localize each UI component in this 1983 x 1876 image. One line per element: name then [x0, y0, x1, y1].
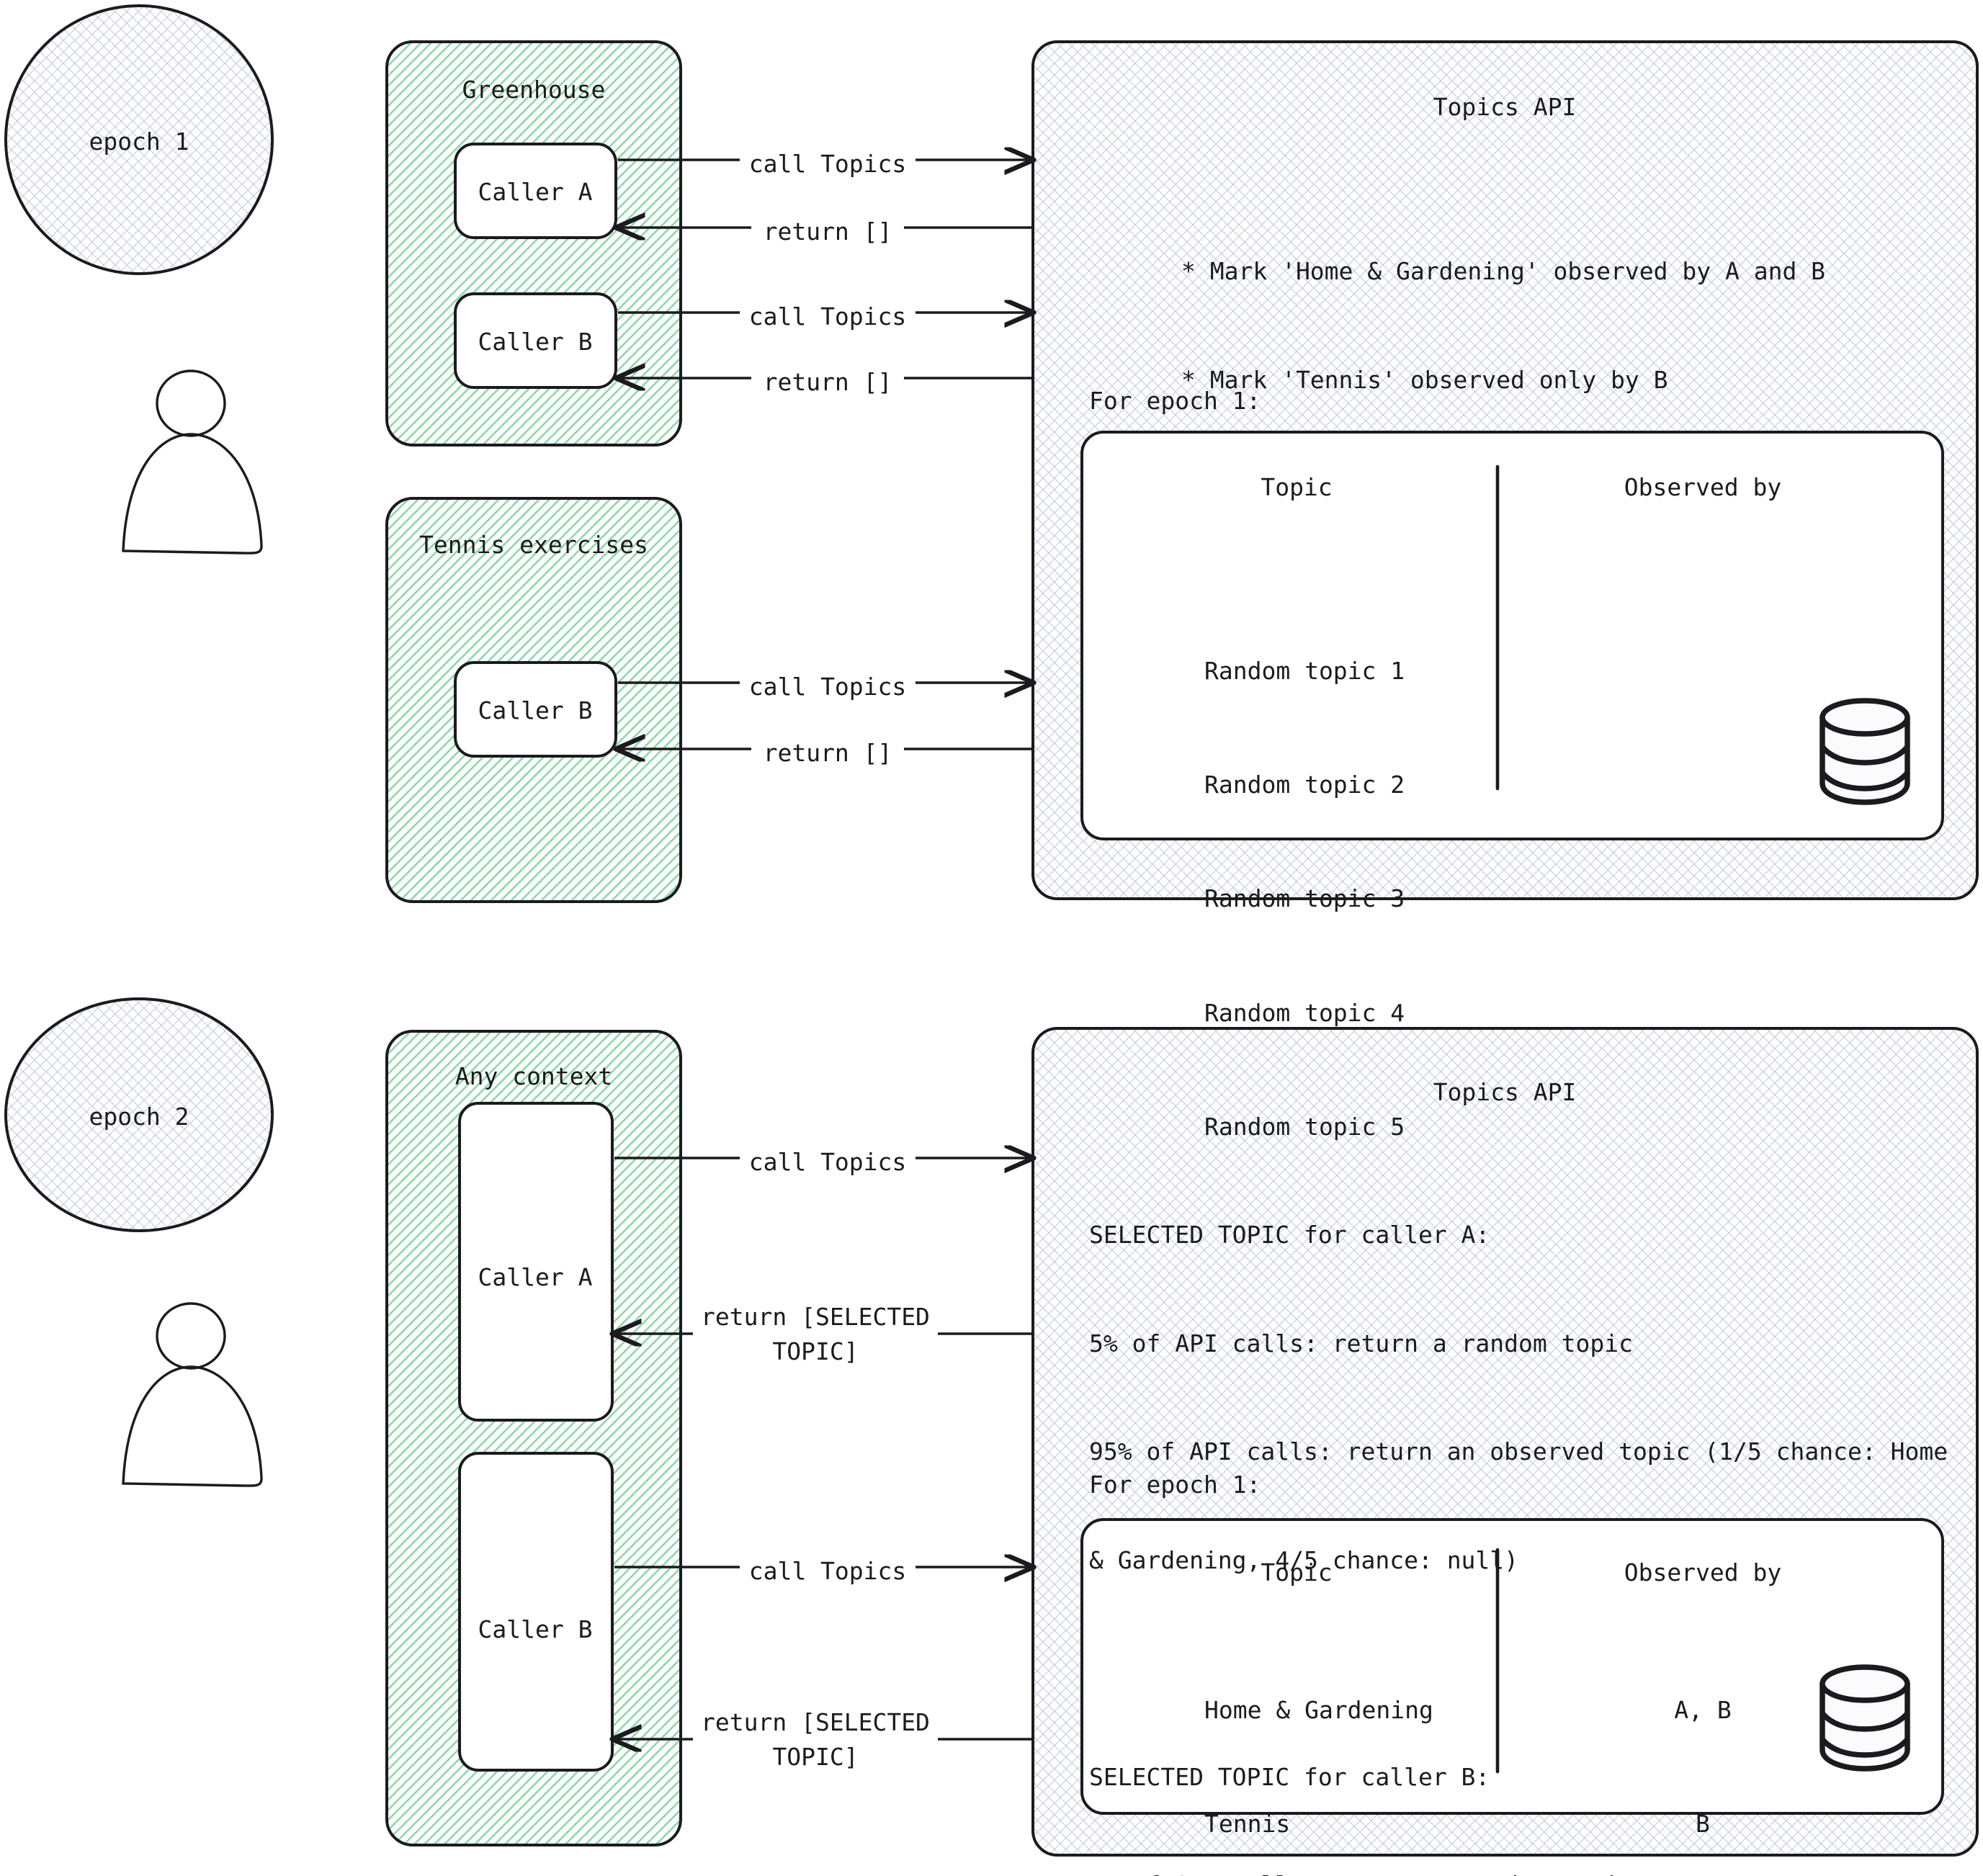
epoch-2-table-caption: For epoch 1:	[1089, 1471, 1261, 1499]
greenhouse-caller-b-label: Caller B	[478, 328, 593, 356]
epoch-1-api-notes: * Mark 'Home & Gardening' observed by A …	[1181, 181, 1825, 470]
epoch-1-database-icon	[1819, 698, 1910, 805]
any-context-caller-b-box[interactable]	[458, 1452, 614, 1772]
epoch-2-api-title: Topics API	[1433, 1078, 1577, 1106]
epoch-2-col-topic: Topic	[1261, 1558, 1333, 1586]
epoch-1-api-note-1: * Mark 'Home & Gardening' observed by A …	[1181, 257, 1826, 286]
epoch-2-col-observed: Observed by	[1624, 1558, 1782, 1586]
epoch-1-api-note-2: * Mark 'Tennis' observed only by B	[1181, 365, 1668, 394]
greenhouse-caller-a-label: Caller A	[478, 178, 593, 206]
epoch-2-api-note-1: SELECTED TOPIC for caller A:	[1089, 1221, 1490, 1249]
any-context-frame	[385, 1030, 682, 1846]
arrow-label-gh-b-call: call Topics	[748, 302, 907, 331]
epoch-1-col-observed: Observed by	[1624, 473, 1782, 501]
epoch-1-table-caption: For epoch 1:	[1089, 387, 1261, 415]
epoch-1-observed-column	[1674, 576, 1731, 1033]
any-context-caller-a-box[interactable]	[458, 1102, 614, 1422]
greenhouse-title: Greenhouse	[462, 76, 606, 104]
arrow-label-gh-b-return: return []	[763, 368, 892, 396]
epoch-1-api-title: Topics API	[1433, 93, 1577, 121]
table-row: Random topic 2	[1204, 770, 1405, 799]
any-context-title: Any context	[455, 1062, 613, 1090]
epoch-2-api-note-4: & Gardening, 4/5 chance: null)	[1089, 1545, 1519, 1574]
tennis-caller-b-label: Caller B	[478, 696, 593, 724]
table-row: Random topic 4	[1204, 998, 1405, 1027]
epoch-2-api-note-2: 5% of API calls: return a random topic	[1089, 1329, 1633, 1357]
arrow-label-gh-a-call: call Topics	[748, 150, 907, 178]
epoch-2-api-note-7: 5% of API calls: return a random topic	[1089, 1867, 1948, 1876]
table-row: Random topic 1	[1204, 656, 1405, 685]
arrow-label-gh-a-return: return []	[763, 217, 892, 246]
arrow-label-te-b-call: call Topics	[748, 673, 907, 701]
arrow-label-any-b-call: call Topics	[748, 1557, 907, 1585]
epoch-2-api-note-6: SELECTED TOPIC for caller B:	[1089, 1762, 1490, 1791]
epoch-1-badge-label: epoch 1	[89, 127, 189, 156]
tennis-exercises-title: Tennis exercises	[419, 531, 648, 559]
table-row: B	[1696, 1809, 1710, 1838]
table-row: Tennis	[1204, 1809, 1291, 1838]
any-context-caller-a-label: Caller A	[478, 1263, 593, 1291]
epoch-1-topic-column: Random topic 1 Random topic 2 Random top…	[1204, 576, 1405, 1223]
epoch-2-api-note-3: 95% of API calls: return an observed top…	[1089, 1437, 1948, 1466]
any-context-caller-b-label: Caller B	[478, 1615, 593, 1643]
table-row: Random topic 5	[1204, 1113, 1405, 1141]
epoch-1-col-topic: Topic	[1261, 473, 1333, 501]
epoch-2-observed-column: A, B B	[1674, 1615, 1731, 1876]
arrow-label-te-b-return: return []	[763, 739, 892, 767]
epoch-2-topic-column: Home & Gardening Tennis Random topic 1 R…	[1204, 1615, 1433, 1876]
epoch-2-api-notes: SELECTED TOPIC for caller A: 5% of API c…	[1089, 1145, 1948, 1876]
arrow-label-any-a-call: call Topics	[748, 1148, 907, 1176]
table-row: A, B	[1674, 1695, 1732, 1724]
epoch-2-badge-label: epoch 2	[89, 1103, 189, 1131]
epoch-2-person-icon	[122, 1302, 263, 1487]
table-row: Home & Gardening	[1204, 1695, 1433, 1724]
table-row: Random topic 3	[1204, 884, 1405, 913]
epoch-1-person-icon	[122, 369, 263, 555]
